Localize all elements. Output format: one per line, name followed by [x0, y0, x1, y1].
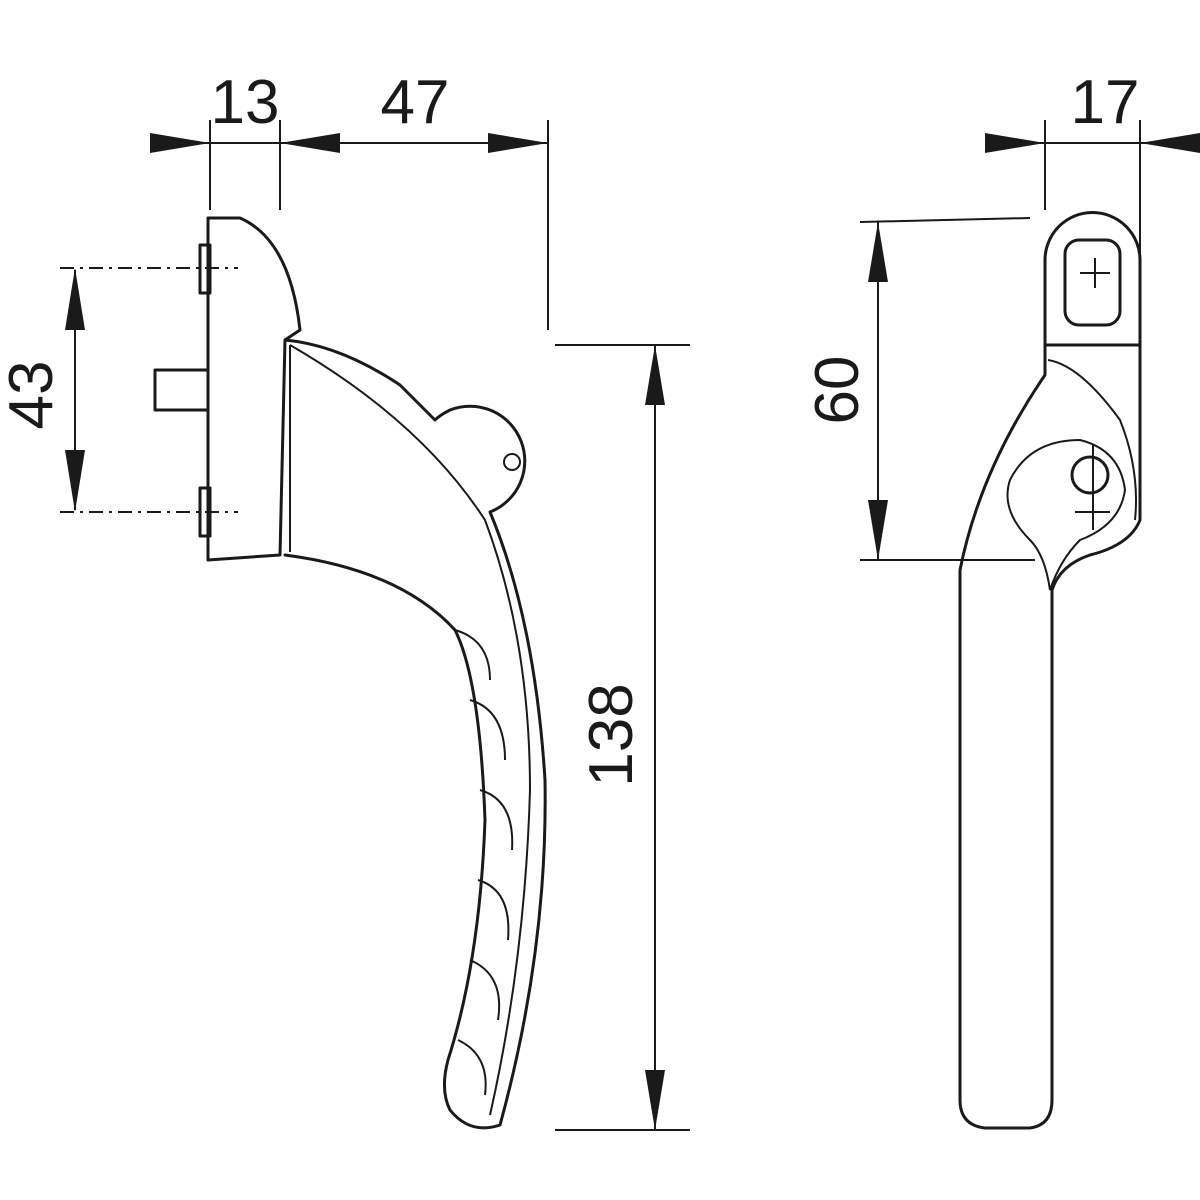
lever-inner-edge: [289, 344, 532, 1116]
key-icon: [1075, 445, 1110, 530]
dim-43: 43: [0, 361, 66, 430]
mounting-lug: [1043, 211, 1142, 347]
handle-body: [958, 343, 1142, 1130]
dim-138: 138: [577, 683, 646, 786]
dim-13: 13: [211, 68, 280, 137]
dim-60: 60: [803, 356, 872, 425]
dim-47: 47: [381, 68, 450, 137]
lug-slot: [1063, 238, 1122, 327]
spindle: [153, 368, 210, 412]
lever-outer: [283, 338, 547, 1130]
front-view: 17 60: [803, 68, 1200, 1130]
lock-housing: [1006, 438, 1127, 591]
pivot-hole: [503, 453, 521, 471]
plus-icon: [1080, 258, 1110, 288]
side-view: 43 13 47 138: [0, 68, 690, 1131]
dim-17: 17: [1071, 68, 1140, 137]
body-inner-line: [1047, 359, 1137, 521]
key-cylinder: [1070, 455, 1110, 495]
grip-ridges: [454, 629, 514, 1096]
base-plate: [206, 216, 302, 562]
